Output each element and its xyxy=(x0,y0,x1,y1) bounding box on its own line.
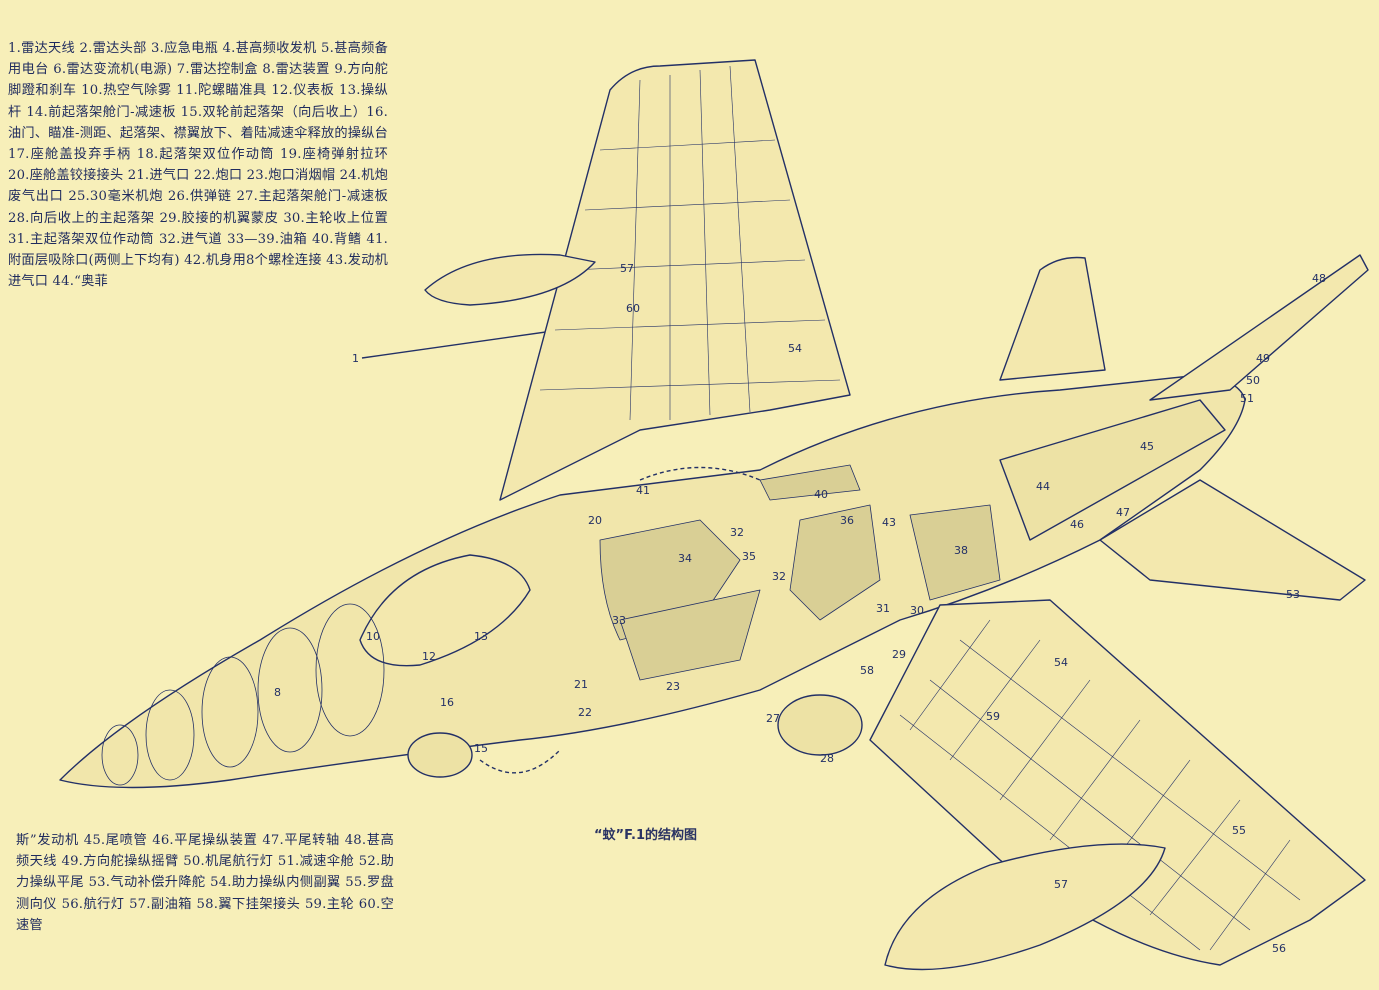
callout-numbers: 1 8 10 12 13 15 16 20 21 22 23 27 28 29 … xyxy=(274,262,1326,955)
callout-49: 49 xyxy=(1256,352,1270,365)
callout-51: 51 xyxy=(1240,392,1254,405)
callout-12: 12 xyxy=(422,650,436,663)
callout-13: 13 xyxy=(474,630,488,643)
lower-drop-tank xyxy=(884,843,1166,971)
callout-54b: 54 xyxy=(1054,656,1068,669)
legend-text-bottom: 斯”发动机 45.尾喷管 46.平尾操纵装置 47.平尾转轴 48.甚高频天线 … xyxy=(16,833,394,933)
callout-16: 16 xyxy=(440,696,454,709)
callout-28: 28 xyxy=(820,752,834,765)
upper-wing xyxy=(499,59,851,501)
callout-60: 60 xyxy=(626,302,640,315)
callout-57a: 57 xyxy=(620,262,634,275)
callout-30: 30 xyxy=(910,604,924,617)
lower-tailplane xyxy=(1099,479,1366,601)
upper-wing-ribs xyxy=(539,65,841,421)
gear-retraction-arc xyxy=(479,749,561,774)
nose-frames xyxy=(101,603,385,786)
callout-55: 55 xyxy=(1232,824,1246,837)
pitot-tube xyxy=(361,329,561,359)
engine-tailpipe xyxy=(999,399,1226,541)
callout-29: 29 xyxy=(892,648,906,661)
vertical-fin xyxy=(999,256,1106,381)
upper-tailplane xyxy=(1149,254,1369,401)
callout-57b: 57 xyxy=(1054,878,1068,891)
callout-41: 41 xyxy=(636,484,650,497)
callout-15: 15 xyxy=(474,742,488,755)
callout-33: 33 xyxy=(612,614,626,627)
callout-21: 21 xyxy=(574,678,588,691)
callout-22: 22 xyxy=(578,706,592,719)
callout-47: 47 xyxy=(1116,506,1130,519)
callout-20: 20 xyxy=(588,514,602,527)
callout-38: 38 xyxy=(954,544,968,557)
callout-10: 10 xyxy=(366,630,380,643)
callout-44: 44 xyxy=(1036,480,1050,493)
callout-34: 34 xyxy=(678,552,692,565)
callout-40: 40 xyxy=(814,488,828,501)
callout-53: 53 xyxy=(1286,588,1300,601)
dorsal-dash-line xyxy=(639,466,761,481)
callout-46: 46 xyxy=(1070,518,1084,531)
callout-27: 27 xyxy=(766,712,780,725)
callout-43: 43 xyxy=(882,516,896,529)
figure-caption: “蚊”F.1的结构图 xyxy=(594,828,698,843)
nose-wheel xyxy=(407,732,473,778)
callout-59: 59 xyxy=(986,710,1000,723)
callout-56: 56 xyxy=(1272,942,1286,955)
callout-50: 50 xyxy=(1246,374,1260,387)
legend-text-top: 1.雷达天线 2.雷达头部 3.应急电瓶 4.甚高频收发机 5.甚高频备用电台 … xyxy=(8,41,388,290)
callout-48: 48 xyxy=(1312,272,1326,285)
callout-1: 1 xyxy=(352,352,359,365)
fuel-tanks xyxy=(599,464,1001,681)
callout-32b: 32 xyxy=(772,570,786,583)
callout-54a: 54 xyxy=(788,342,802,355)
cockpit-canopy xyxy=(359,554,531,667)
main-wheel xyxy=(777,694,863,756)
callout-31: 31 xyxy=(876,602,890,615)
callout-8: 8 xyxy=(274,686,281,699)
callout-32a: 32 xyxy=(730,526,744,539)
callout-36: 36 xyxy=(840,514,854,527)
callout-35: 35 xyxy=(742,550,756,563)
upper-drop-tank xyxy=(424,253,596,306)
callout-58: 58 xyxy=(860,664,874,677)
callout-23: 23 xyxy=(666,680,680,693)
callout-45: 45 xyxy=(1140,440,1154,453)
